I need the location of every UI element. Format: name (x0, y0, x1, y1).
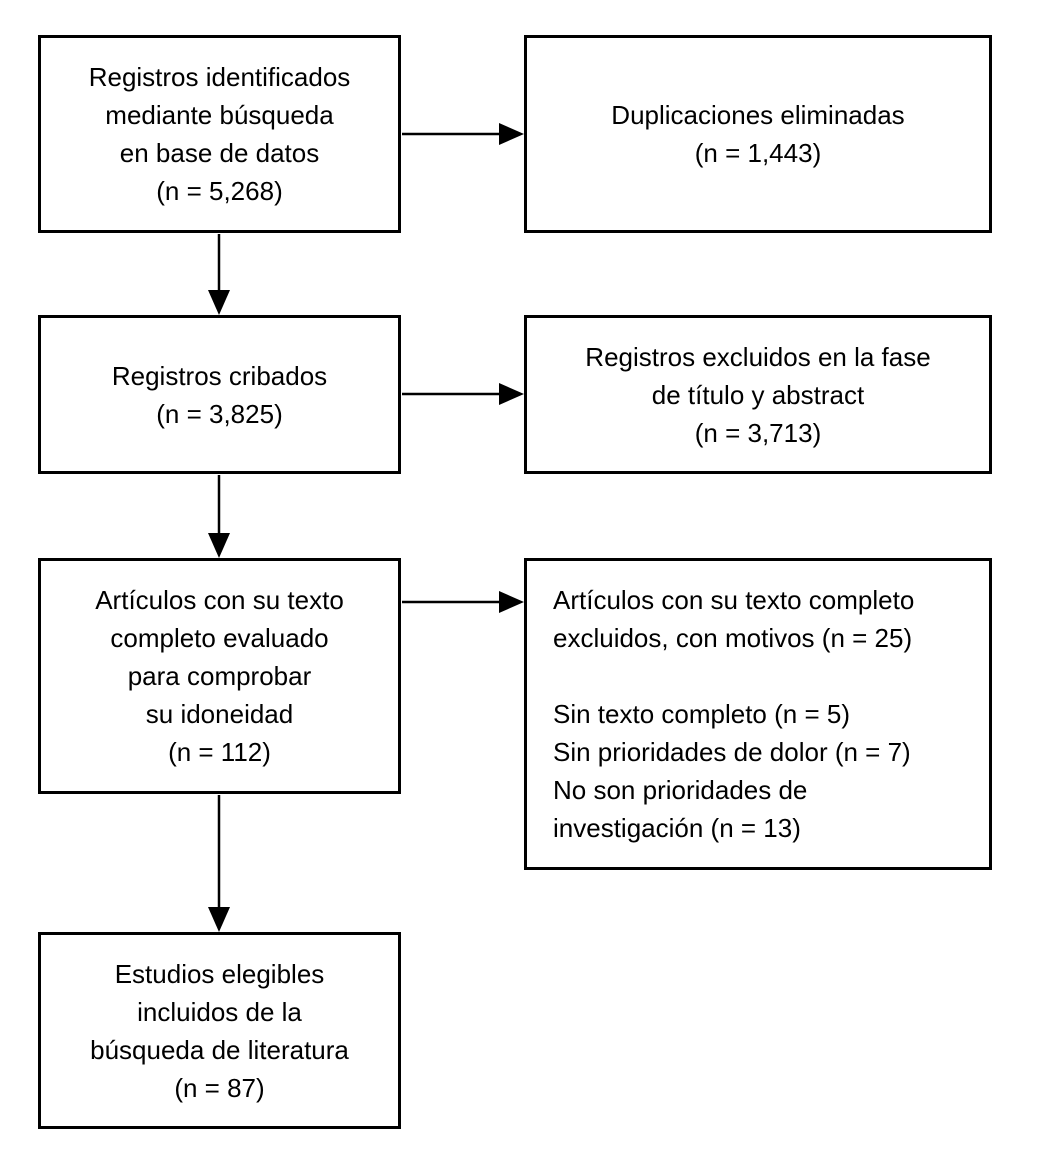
node-screened-text: Registros cribados (n = 3,825) (111, 360, 328, 429)
arrow-identified-to-duplicates (402, 123, 524, 145)
node-eligible-included-text: Estudios elegibles incluidos de la búsqu… (90, 958, 349, 1103)
node-duplicates-removed: Duplicaciones eliminadas (n = 1,443) (524, 35, 992, 233)
arrow-identified-to-screened (208, 234, 230, 315)
node-duplicates-removed-text: Duplicaciones eliminadas (n = 1,443) (611, 100, 905, 168)
arrow-screened-to-fulltext-assessed (208, 475, 230, 558)
node-fulltext-excluded-text: Artículos con su texto completo excluido… (553, 585, 915, 843)
node-fulltext-excluded: Artículos con su texto completo excluido… (524, 558, 992, 870)
node-fulltext-assessed-text: Artículos con su texto completo evaluado… (95, 585, 344, 767)
arrow-screened-to-excluded-title-abstract (402, 383, 524, 405)
node-excluded-title-abstract: Registros excluidos en la fase de título… (524, 315, 992, 474)
node-identified-text: Registros identificados mediante búsqued… (88, 62, 351, 206)
node-excluded-title-abstract-text: Registros excluidos en la fase de título… (585, 341, 931, 448)
node-eligible-included: Estudios elegibles incluidos de la búsqu… (38, 932, 401, 1129)
node-identified: Registros identificados mediante búsqued… (38, 35, 401, 233)
node-fulltext-assessed: Artículos con su texto completo evaluado… (38, 558, 401, 794)
arrow-fulltext-assessed-to-fulltext-excluded (402, 591, 524, 613)
arrow-fulltext-assessed-to-eligible-included (208, 795, 230, 932)
node-screened: Registros cribados (n = 3,825) (38, 315, 401, 474)
